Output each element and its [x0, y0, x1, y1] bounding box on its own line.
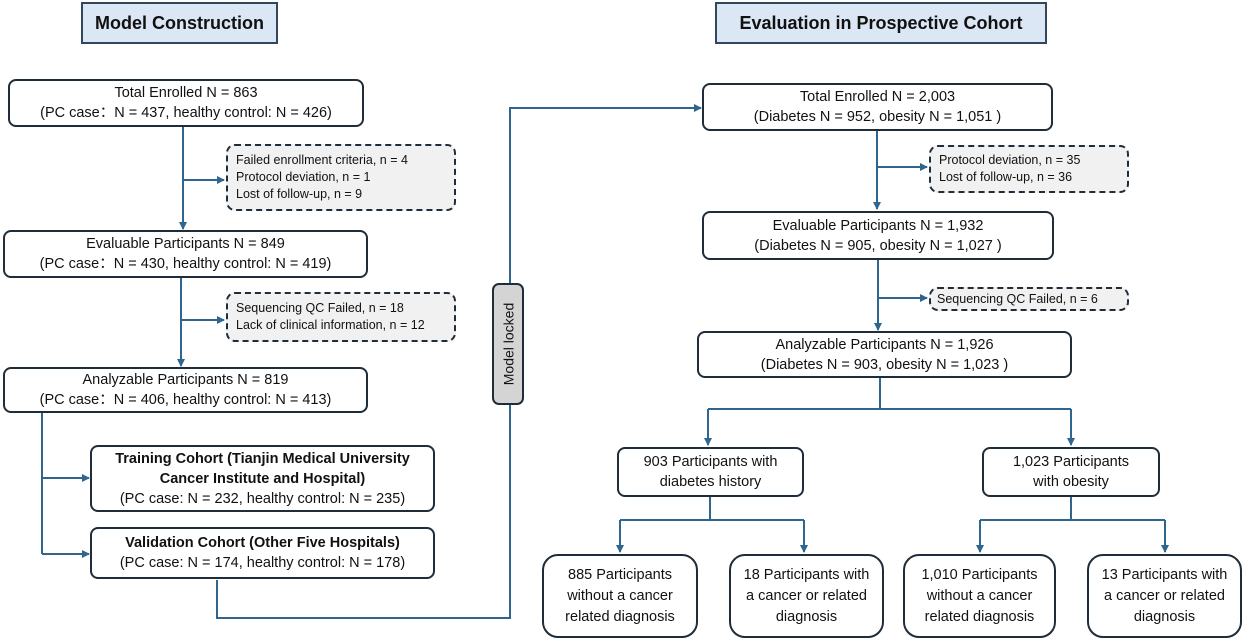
training-line3: (PC case: N = 232, healthy control: N = … — [119, 490, 406, 507]
box-obesity-participants: 1,023 Participants with obesity — [982, 447, 1160, 497]
leaf3-line2: without a cancer — [926, 587, 1033, 604]
left-excl1-item: Protocol deviation, n = 1 — [236, 170, 371, 184]
box-right-enrolled: Total Enrolled N = 2,003 (Diabetes N = 9… — [702, 83, 1053, 131]
training-line1: Training Cohort (Tianjin Medical Univers… — [115, 450, 410, 467]
diabetes-line1: 903 Participants with — [643, 454, 778, 470]
obesity-line2: with obesity — [1033, 474, 1109, 490]
right-analyzable-line1: Analyzable Participants N = 1,926 — [775, 336, 994, 353]
right-evaluable-line2: (Diabetes N = 905, obesity N = 1,027 ) — [754, 237, 1002, 254]
training-line2: Cancer Institute and Hospital) — [159, 470, 366, 487]
leaf4-line1: 13 Participants with — [1101, 566, 1228, 583]
model-locked-text: Model locked — [500, 302, 516, 386]
right-enrolled-line2: (Diabetes N = 952, obesity N = 1,051 ) — [753, 109, 1002, 125]
model-locked-to-prospective — [509, 104, 702, 283]
box-left-exclusion-2: Sequencing QC Failed, n = 18 Lack of cli… — [226, 292, 456, 342]
box-right-exclusion-2: Sequencing QC Failed, n = 6 — [929, 287, 1129, 311]
box-left-evaluable: Evaluable Participants N = 849 (PC case：… — [3, 230, 368, 278]
box-training-cohort: Training Cohort (Tianjin Medical Univers… — [90, 445, 435, 512]
heading-prospective-cohort: Evaluation in Prospective Cohort — [715, 2, 1047, 44]
left-analyzable-line1: Analyzable Participants N = 819 — [82, 372, 289, 388]
validation-line1: Validation Cohort (Other Five Hospitals) — [125, 535, 400, 551]
model-locked-label-box: Model locked — [492, 283, 524, 405]
box-validation-cohort: Validation Cohort (Other Five Hospitals)… — [90, 527, 435, 579]
leaf3-line3: related diagnosis — [924, 608, 1035, 625]
left-excl1-item: Lost of follow-up, n = 9 — [236, 187, 363, 201]
leaf2-line3: diagnosis — [775, 608, 838, 625]
left-excl1-item: Failed enrollment criteria, n = 4 — [236, 153, 408, 167]
box-diabetes-cancer: 18 Participants with a cancer or related… — [729, 554, 884, 638]
left-enrolled-line2: (PC case：N = 437, healthy control: N = 4… — [40, 105, 332, 121]
left-excl2-item: Lack of clinical information, n = 12 — [236, 318, 425, 332]
box-left-enrolled: Total Enrolled N = 863 (PC case：N = 437,… — [8, 79, 364, 127]
right-excl2-item: Sequencing QC Failed, n = 6 — [937, 291, 1098, 306]
box-obesity-no-cancer: 1,010 Participants without a cancer rela… — [903, 554, 1056, 638]
heading-model-construction: Model Construction — [81, 2, 278, 44]
left-excl2-item: Sequencing QC Failed, n = 18 — [236, 301, 404, 315]
diabetes-line2: diabetes history — [659, 474, 762, 490]
leaf1-line2: without a cancer — [567, 587, 673, 604]
right-excl1-item: Lost of follow-up, n = 36 — [939, 170, 1073, 184]
leaf1-line3: related diagnosis — [565, 608, 675, 625]
box-obesity-cancer: 13 Participants with a cancer or related… — [1087, 554, 1242, 638]
leaf2-line2: a cancer or related — [746, 587, 867, 604]
leaf1-line1: 885 Participants — [568, 566, 672, 583]
leaf2-line1: 18 Participants with — [743, 566, 870, 583]
box-right-analyzable: Analyzable Participants N = 1,926 (Diabe… — [697, 331, 1072, 378]
box-right-exclusion-1: Protocol deviation, n = 35 Lost of follo… — [929, 145, 1129, 193]
leaf4-line3: diagnosis — [1133, 608, 1196, 625]
left-analyzable-line2: (PC case：N = 406, healthy control: N = 4… — [39, 392, 332, 408]
right-enrolled-line1: Total Enrolled N = 2,003 — [799, 89, 956, 105]
left-enrolled-line1: Total Enrolled N = 863 — [114, 85, 258, 101]
box-right-evaluable: Evaluable Participants N = 1,932 (Diabet… — [702, 211, 1054, 260]
leaf4-line2: a cancer or related — [1104, 587, 1225, 604]
box-diabetes-no-cancer: 885 Participants without a cancer relate… — [542, 554, 698, 638]
left-evaluable-line2: (PC case：N = 430, healthy control: N = 4… — [39, 256, 332, 272]
box-left-exclusion-1: Failed enrollment criteria, n = 4 Protoc… — [226, 144, 456, 211]
right-evaluable-line1: Evaluable Participants N = 1,932 — [772, 217, 984, 234]
leaf3-line1: 1,010 Participants — [921, 566, 1038, 583]
left-evaluable-line1: Evaluable Participants N = 849 — [86, 236, 285, 252]
obesity-line1: 1,023 Participants — [1012, 454, 1130, 470]
heading-model-construction-text: Model Construction — [95, 12, 264, 33]
heading-prospective-cohort-text: Evaluation in Prospective Cohort — [739, 12, 1023, 33]
box-diabetes-participants: 903 Participants with diabetes history — [617, 447, 804, 497]
right-analyzable-line2: (Diabetes N = 903, obesity N = 1,023 ) — [760, 356, 1009, 373]
validation-to-model-locked — [216, 405, 511, 619]
right-excl1-item: Protocol deviation, n = 35 — [939, 153, 1081, 167]
validation-line2: (PC case: N = 174, healthy control: N = … — [119, 555, 406, 571]
box-left-analyzable: Analyzable Participants N = 819 (PC case… — [3, 367, 368, 413]
